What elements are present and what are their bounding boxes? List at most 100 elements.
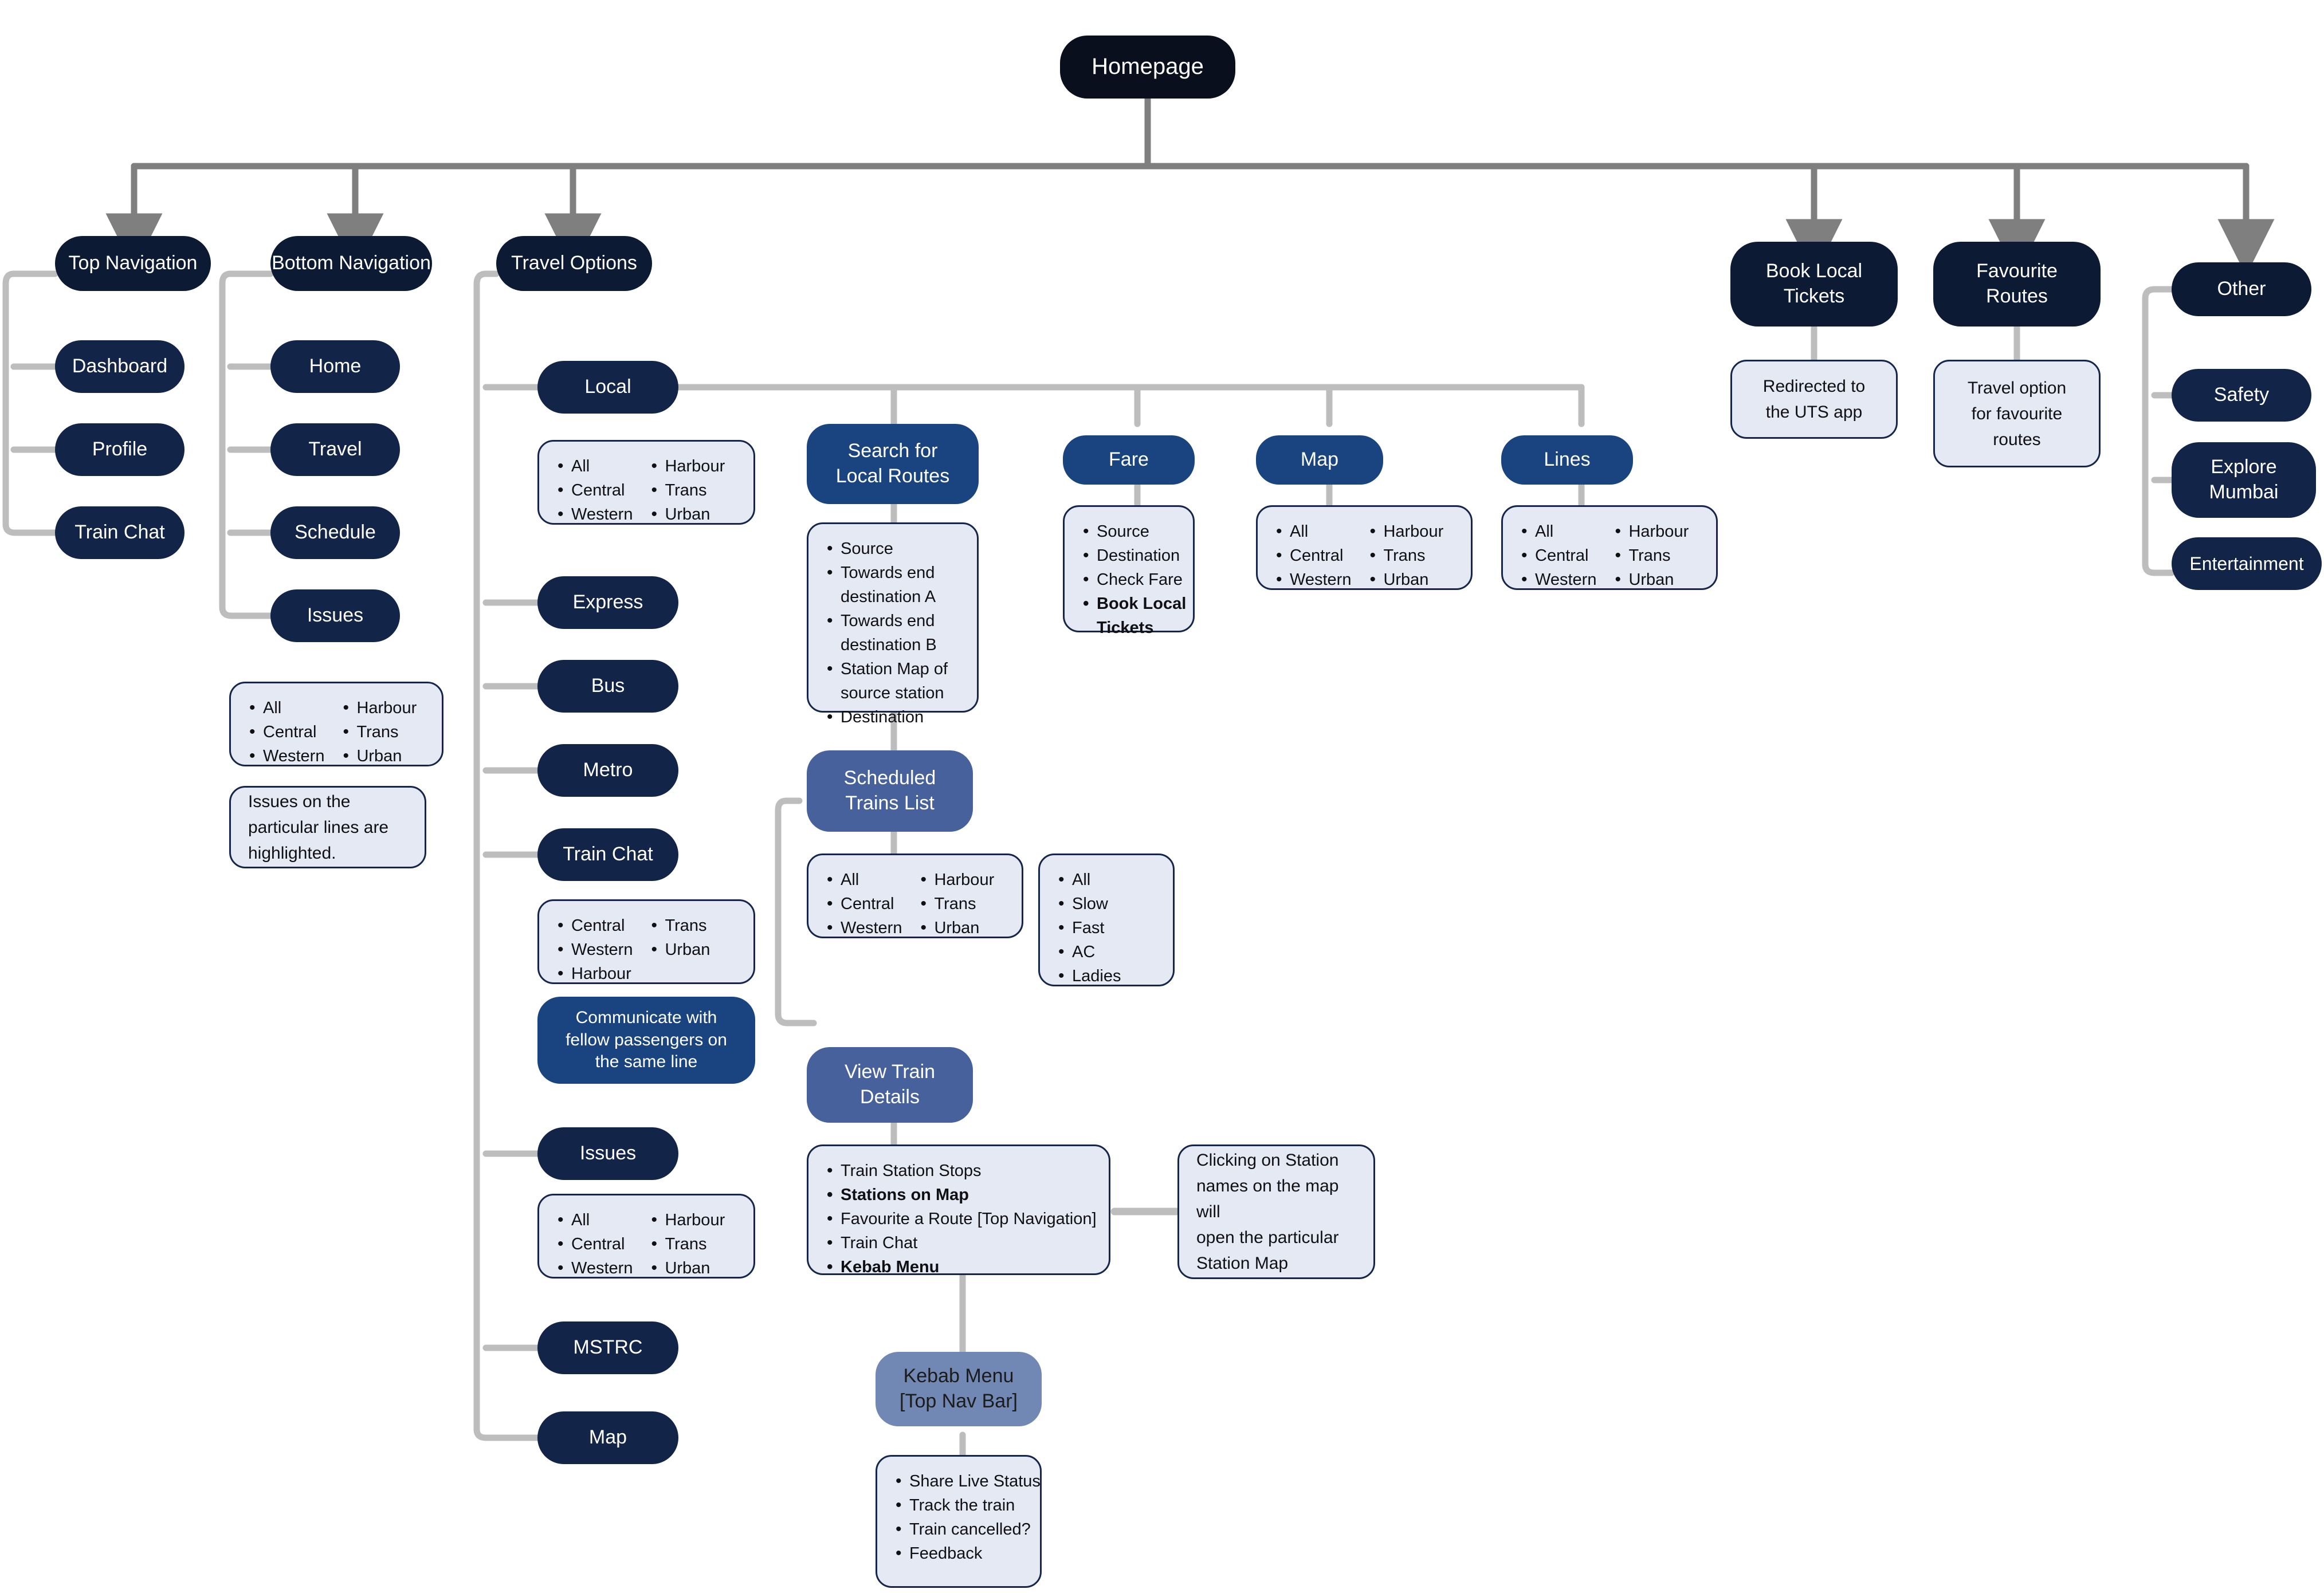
node-book-local-tickets[interactable]: Book Local Tickets: [1730, 242, 1898, 327]
node-bottom-navigation-label: Bottom Navigation: [272, 252, 431, 274]
node-kebab-menu-label: Kebab Menu [Top Nav Bar]: [900, 1365, 1018, 1412]
node-homepage[interactable]: Homepage: [1060, 36, 1235, 99]
node-profile-label: Profile: [92, 438, 148, 461]
list-item: Towards end destination A: [823, 560, 992, 609]
node-issues-travel-label: Issues: [579, 1142, 637, 1165]
card-issues-note: Issues on the particular lines are highl…: [229, 786, 426, 868]
node-lines-branch-label: Lines: [1544, 449, 1591, 471]
list-item: Central: [246, 719, 324, 745]
node-map-travel[interactable]: Map: [537, 1411, 678, 1464]
issues-note-text: Issues on the particular lines are highl…: [248, 792, 389, 863]
list-item: Harbour: [1611, 519, 1689, 544]
list-item: All: [246, 695, 324, 721]
node-profile[interactable]: Profile: [55, 423, 184, 476]
list-item: Western: [246, 744, 324, 769]
fare-items-list: Source Destination Check Fare Book Local…: [1079, 519, 1208, 640]
node-map-branch[interactable]: Map: [1256, 435, 1383, 485]
node-scheduled-trains-list[interactable]: Scheduled Trains List: [807, 750, 973, 832]
node-local[interactable]: Local: [537, 361, 678, 414]
card-lines-lines: All Central Western Harbour Trans Urban: [1501, 505, 1718, 592]
lines-list-col-a: Central Western Harbour: [554, 913, 633, 986]
list-item: Western: [1273, 567, 1351, 592]
node-kebab-menu[interactable]: Kebab Menu [Top Nav Bar]: [876, 1352, 1042, 1426]
card-scheduled-lines: All Central Western Harbour Trans Urban: [807, 853, 1023, 941]
node-search-local-routes[interactable]: Search for Local Routes: [807, 424, 979, 504]
list-item: Urban: [339, 744, 417, 769]
node-issues-bottomnav[interactable]: Issues: [270, 589, 400, 642]
list-item: Urban: [917, 915, 994, 941]
lines-list-col-a: All Central Western: [554, 454, 633, 527]
lines-list-col-a: All Central Western: [1273, 519, 1351, 592]
list-item: Source: [1079, 519, 1208, 544]
node-train-chat-travel[interactable]: Train Chat: [537, 828, 678, 881]
node-bottom-navigation[interactable]: Bottom Navigation: [270, 236, 432, 291]
list-item: Destination: [823, 705, 992, 730]
list-item: Kebab Menu: [823, 1254, 1124, 1280]
node-dashboard[interactable]: Dashboard: [55, 340, 184, 393]
list-item: Urban: [647, 502, 725, 527]
node-schedule-label: Schedule: [295, 521, 376, 544]
list-item: Stations on Map: [823, 1182, 1124, 1207]
node-fare[interactable]: Fare: [1063, 435, 1195, 485]
node-favourite-routes[interactable]: Favourite Routes: [1933, 242, 2101, 327]
node-travel[interactable]: Travel: [270, 423, 400, 476]
card-kebab-menu-items: Share Live Status Track the train Train …: [876, 1455, 1042, 1588]
lines-list-col-a: All Central Western: [1518, 519, 1596, 592]
node-travel-label: Travel: [308, 438, 362, 461]
node-entertainment[interactable]: Entertainment: [2172, 537, 2322, 590]
node-travel-options[interactable]: Travel Options: [496, 236, 652, 291]
node-lines-branch[interactable]: Lines: [1501, 435, 1633, 485]
book-local-tickets-note-text: Redirected to the UTS app: [1762, 377, 1866, 422]
node-other[interactable]: Other: [2172, 262, 2311, 316]
lines-list-col-b: Harbour Trans Urban: [1366, 519, 1443, 592]
node-safety[interactable]: Safety: [2172, 369, 2311, 422]
list-item: Harbour: [917, 867, 994, 892]
node-bus[interactable]: Bus: [537, 660, 678, 713]
node-express-label: Express: [572, 591, 643, 613]
card-station-map-note: Clicking on Station names on the map wil…: [1177, 1144, 1375, 1279]
list-item: Fast: [1055, 915, 1188, 941]
list-item: Central: [554, 1232, 633, 1257]
list-item: All: [823, 867, 902, 892]
node-mstrc-label: MSTRC: [573, 1336, 643, 1359]
node-entertainment-label: Entertainment: [2189, 553, 2304, 574]
list-item: Share Live Status: [892, 1469, 1055, 1494]
node-view-train-details[interactable]: View Train Details: [807, 1047, 973, 1123]
card-search-local-routes-items: Source Towards end destination A Towards…: [807, 522, 979, 730]
list-item: Ladies: [1055, 963, 1188, 989]
search-items-list: Source Towards end destination A Towards…: [823, 536, 992, 730]
node-top-navigation[interactable]: Top Navigation: [55, 236, 211, 291]
node-search-local-routes-label: Search for Local Routes: [835, 440, 950, 487]
node-train-chat-travel-label: Train Chat: [563, 843, 653, 866]
card-train-types: All Slow Fast AC Ladies: [1038, 853, 1175, 989]
list-item: Western: [1518, 567, 1596, 592]
list-item: Western: [554, 1256, 633, 1281]
list-item: Central: [554, 478, 633, 503]
list-item: Destination: [1079, 543, 1208, 568]
view-train-details-list: Train Station Stops Stations on Map Favo…: [823, 1158, 1124, 1280]
node-homepage-label: Homepage: [1092, 54, 1204, 80]
node-metro[interactable]: Metro: [537, 744, 678, 797]
list-item: Western: [554, 937, 633, 962]
list-item: Central: [1273, 543, 1351, 568]
node-scheduled-trains-list-label: Scheduled Trains List: [843, 767, 936, 814]
node-train-chat-top-label: Train Chat: [74, 521, 165, 544]
list-item: Trans: [647, 913, 710, 938]
card-favourite-routes-note: Travel option for favourite routes: [1933, 360, 2101, 467]
node-home[interactable]: Home: [270, 340, 400, 393]
node-express[interactable]: Express: [537, 576, 678, 629]
list-item: Central: [1518, 543, 1596, 568]
node-schedule[interactable]: Schedule: [270, 506, 400, 559]
node-train-chat-top[interactable]: Train Chat: [55, 506, 184, 559]
lines-list-col-b: Harbour Trans Urban: [917, 867, 994, 941]
list-item: Trans: [917, 891, 994, 917]
node-mstrc[interactable]: MSTRC: [537, 1321, 678, 1374]
card-map-lines: All Central Western Harbour Trans Urban: [1256, 505, 1473, 592]
node-explore-mumbai[interactable]: Explore Mumbai: [2172, 442, 2316, 518]
node-trainchat-description[interactable]: Communicate with fellow passengers on th…: [537, 997, 755, 1084]
list-item: All: [554, 1207, 633, 1233]
node-issues-travel[interactable]: Issues: [537, 1127, 678, 1180]
lines-list-col-b: Harbour Trans Urban: [647, 454, 725, 527]
lines-list-col-b: Harbour Trans Urban: [339, 695, 417, 769]
